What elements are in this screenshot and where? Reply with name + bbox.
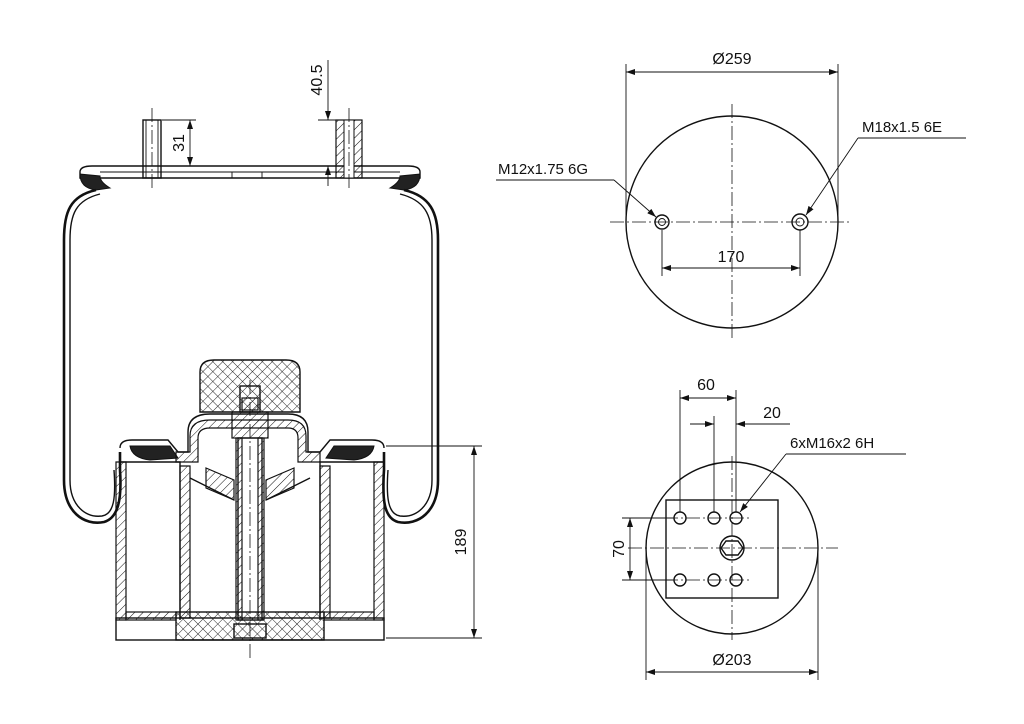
air-fitting-nut bbox=[335, 108, 363, 190]
dim-60-text: 60 bbox=[697, 377, 715, 394]
top-view: Ø259 170 M12x1.75 6G M18x1.5 6E bbox=[496, 51, 966, 340]
dim-bolt-height: 31 bbox=[162, 119, 196, 167]
dim-60: 60 bbox=[679, 377, 737, 512]
base-plate-outline bbox=[665, 499, 779, 599]
center-nut bbox=[719, 535, 745, 561]
label-holes: 6xM16x2 6H bbox=[739, 435, 906, 513]
label-holes-text: 6xM16x2 6H bbox=[790, 435, 874, 452]
stud-hole-left bbox=[654, 214, 670, 230]
dim-259-text: Ø259 bbox=[712, 51, 751, 68]
dim-70-text: 70 bbox=[611, 540, 628, 558]
label-m18-text: M18x1.5 6E bbox=[862, 119, 942, 136]
side-section-view: 31 40.5 189 bbox=[62, 60, 482, 658]
dim-40-5-text: 40.5 bbox=[309, 64, 326, 95]
dim-piston-height: 189 bbox=[386, 445, 482, 639]
piston-body bbox=[115, 461, 385, 621]
label-m12-text: M12x1.75 6G bbox=[498, 161, 588, 178]
dim-top-diameter: Ø259 bbox=[625, 51, 839, 222]
dim-170-text: 170 bbox=[718, 249, 745, 266]
dim-70: 70 bbox=[611, 517, 674, 581]
bottom-view: 60 20 6xM16x2 6H 70 Ø203 bbox=[611, 377, 906, 680]
base-plate bbox=[115, 611, 385, 641]
left-bead bbox=[79, 173, 112, 191]
dim-nut-height: 40.5 bbox=[309, 60, 336, 186]
dim-hole-spacing: 170 bbox=[661, 230, 801, 276]
dim-31-text: 31 bbox=[171, 134, 188, 152]
dim-bottom-diameter: Ø203 bbox=[645, 548, 819, 680]
mounting-stud bbox=[142, 108, 162, 190]
top-plate bbox=[79, 165, 421, 179]
label-m18: M18x1.5 6E bbox=[805, 119, 966, 216]
dim-20-text: 20 bbox=[763, 405, 781, 422]
label-m12: M12x1.75 6G bbox=[496, 161, 657, 218]
right-bead bbox=[388, 173, 421, 191]
dim-203-text: Ø203 bbox=[712, 652, 751, 669]
dim-20: 20 bbox=[690, 405, 790, 512]
dim-189-text: 189 bbox=[453, 529, 470, 556]
mounting-holes bbox=[664, 511, 752, 587]
